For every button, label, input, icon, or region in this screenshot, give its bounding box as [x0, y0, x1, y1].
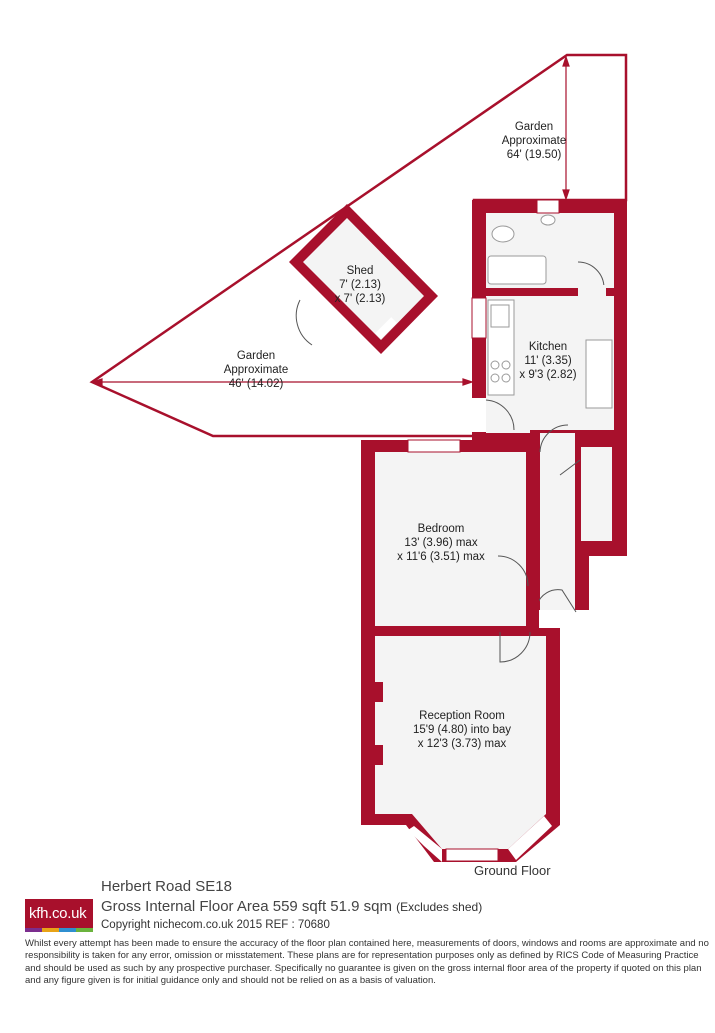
- logo-bar-2: [42, 928, 59, 932]
- floor-area-text: Gross Internal Floor Area 559 sqft 51.9 …: [101, 898, 392, 915]
- kfh-logo: kfh.co.uk: [25, 899, 93, 932]
- kitchen-door: [485, 399, 515, 431]
- svg-text:x 11'6 (3.51) max: x 11'6 (3.51) max: [397, 551, 485, 563]
- label-garden-left: Garden Approximate 46' (14.02): [224, 350, 289, 390]
- floor-label: Ground Floor: [474, 863, 551, 878]
- svg-text:46' (14.02): 46' (14.02): [229, 378, 284, 390]
- svg-text:x 7' (2.13): x 7' (2.13): [335, 293, 386, 305]
- svg-text:64' (19.50): 64' (19.50): [507, 149, 562, 161]
- logo-bar-3: [59, 928, 76, 932]
- svg-text:Bedroom: Bedroom: [418, 523, 465, 535]
- bath-icon: [487, 255, 547, 285]
- svg-text:Approximate: Approximate: [502, 135, 567, 147]
- kitchen-unit-right: [585, 339, 613, 409]
- label-bedroom: Bedroom 13' (3.96) max x 11'6 (3.51) max: [397, 523, 485, 563]
- toilet-icon: [491, 225, 515, 243]
- svg-text:Garden: Garden: [237, 350, 275, 362]
- copyright: Copyright nichecom.co.uk 2015 REF : 7068…: [101, 919, 330, 931]
- svg-text:7' (2.13): 7' (2.13): [339, 279, 381, 291]
- floor-plan: Garden Approximate 64' (19.50) Shed 7' (…: [89, 53, 628, 862]
- shed: [289, 204, 438, 354]
- cupboard-door: [559, 459, 581, 476]
- garden-dimension-arrows: [91, 55, 570, 386]
- hallway: [530, 424, 627, 613]
- label-garden-top: Garden Approximate 64' (19.50): [502, 121, 567, 161]
- svg-text:x 12'3 (3.73) max: x 12'3 (3.73) max: [418, 738, 507, 750]
- reception-door: [499, 631, 531, 663]
- svg-text:15'9 (4.80) into bay: 15'9 (4.80) into bay: [413, 724, 511, 736]
- hob-icon: [490, 360, 511, 383]
- property-title: Herbert Road SE18: [101, 878, 232, 895]
- bedroom: [361, 439, 539, 632]
- label-kitchen: Kitchen 11' (3.35) x 9'3 (2.82): [519, 341, 576, 381]
- floor-area-note: (Excludes shed): [396, 900, 483, 914]
- basin-icon: [540, 214, 556, 226]
- kitchen-block: [471, 199, 627, 442]
- hall-door: [539, 424, 569, 453]
- svg-text:x 9'3 (2.82): x 9'3 (2.82): [519, 369, 576, 381]
- label-reception: Reception Room 15'9 (4.80) into bay x 12…: [413, 710, 511, 750]
- svg-text:Reception Room: Reception Room: [419, 710, 505, 722]
- sink-icon: [490, 304, 510, 328]
- logo-bar-1: [25, 928, 42, 932]
- disclaimer: Whilst every attempt has been made to en…: [25, 938, 709, 986]
- svg-text:11' (3.35): 11' (3.35): [524, 355, 572, 367]
- svg-text:Approximate: Approximate: [224, 364, 289, 376]
- floor-area: Gross Internal Floor Area 559 sqft 51.9 …: [101, 898, 482, 915]
- svg-text:Kitchen: Kitchen: [529, 341, 567, 353]
- svg-text:13' (3.96) max: 13' (3.96) max: [404, 537, 477, 549]
- bedroom-door: [497, 555, 529, 587]
- reception: [361, 628, 560, 862]
- shed-door: [295, 299, 313, 346]
- logo-text: kfh.co.uk: [29, 905, 87, 922]
- logo-bar-4: [76, 928, 93, 932]
- svg-text:Shed: Shed: [347, 265, 374, 277]
- label-shed: Shed 7' (2.13) x 7' (2.13): [335, 265, 386, 305]
- svg-text:Garden: Garden: [515, 121, 553, 133]
